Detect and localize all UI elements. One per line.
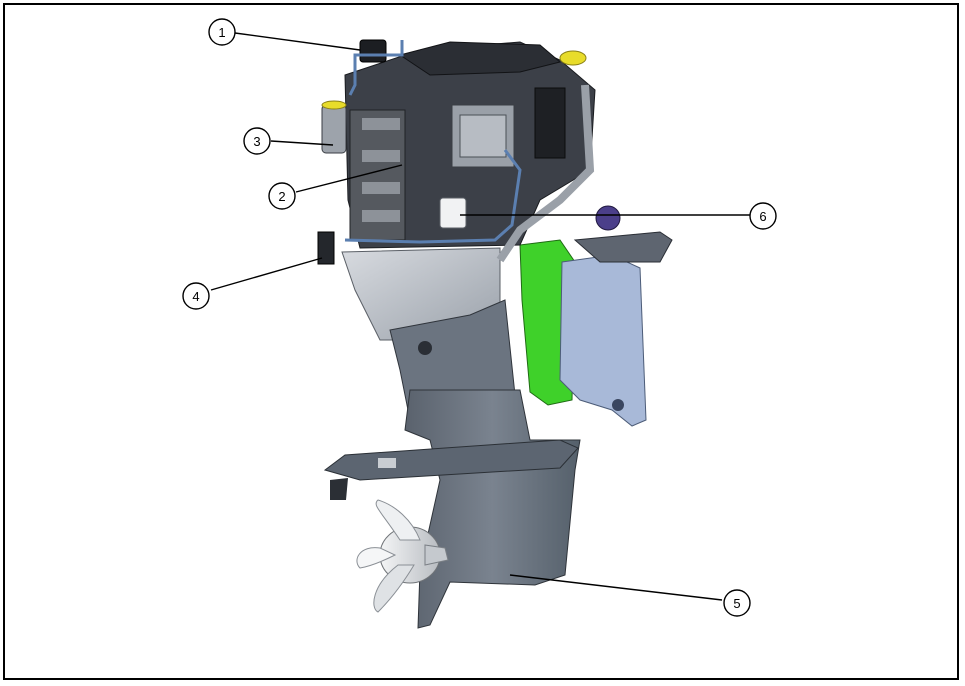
oil-filter	[439, 197, 467, 229]
bracket-bolt	[612, 399, 624, 411]
callout-2: 2	[268, 182, 296, 210]
callout-4-label: 4	[192, 289, 199, 304]
reservoir	[359, 39, 387, 63]
callout-3: 3	[243, 127, 271, 155]
propeller	[356, 499, 449, 613]
connector-block	[317, 231, 335, 265]
fuel-filter-canister	[321, 104, 347, 154]
lower-unit	[404, 389, 581, 629]
callout-5-label: 5	[733, 596, 740, 611]
trim-tab	[378, 458, 396, 468]
callout-6: 6	[749, 202, 777, 230]
callout-5: 5	[723, 589, 751, 617]
leader-line-4	[210, 257, 323, 291]
callout-6-label: 6	[759, 209, 766, 224]
leader-line-2	[295, 164, 403, 193]
oil-fill-cap	[559, 50, 587, 66]
leader-line-5	[509, 574, 723, 601]
callout-4: 4	[182, 282, 210, 310]
leader-line-3	[270, 140, 334, 146]
cavitation-plate	[323, 439, 579, 481]
callout-1-label: 1	[218, 25, 225, 40]
fuel-line-lower	[344, 149, 522, 244]
leader-line-1	[234, 32, 361, 51]
flywheel-cover	[398, 41, 562, 76]
exhaust-pipe	[496, 84, 595, 263]
leader-lines	[210, 32, 750, 601]
outboard-engine-illustration	[317, 39, 673, 629]
fuel-line-top	[348, 40, 404, 96]
coil-pack	[534, 87, 566, 159]
callout-2-label: 2	[278, 189, 285, 204]
transom-bracket	[559, 254, 647, 427]
skeg-block	[330, 478, 348, 500]
tilt-arm	[573, 231, 673, 263]
callout-1: 1	[208, 18, 236, 46]
mid-bolt	[418, 341, 432, 355]
steering-fitting	[595, 205, 621, 231]
callout-3-label: 3	[253, 134, 260, 149]
